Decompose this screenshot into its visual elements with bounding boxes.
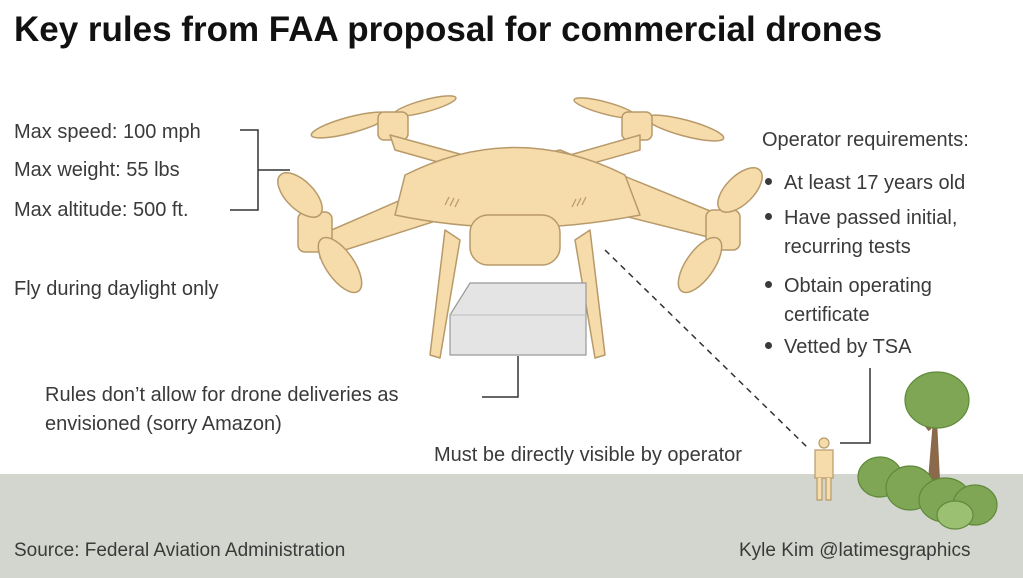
bullet-icon [765,213,772,221]
operator-connector [840,368,871,444]
delivery-rule-line1: Rules don’t allow for drone deliveries a… [45,384,399,406]
operator-requirement: Vetted by TSA [765,333,912,362]
visibility-rule: Must be directly visible by operator [434,444,742,466]
vent-marks [444,196,587,208]
delivery-rule-line2: envisioned (sorry Amazon) [45,413,282,435]
package-box [449,282,587,356]
max-speed-label: Max speed: 100 mph [14,121,201,143]
max-weight-label: Max weight: 55 lbs [14,159,180,181]
page-title: Key rules from FAA proposal for commerci… [14,10,883,49]
max-altitude-label: Max altitude: 500 ft. [14,199,189,221]
bushes [857,456,998,530]
source-credit: Source: Federal Aviation Administration [14,540,346,561]
bullet-icon [765,178,772,186]
bullet-icon [765,281,772,289]
author-credit: Kyle Kim @latimesgraphics [739,540,971,561]
bullet-icon [765,342,772,350]
ground [0,474,1023,578]
operator-requirement: Have passed initial, recurring tests [765,204,957,262]
tree [904,371,970,480]
daylight-rule: Fly during daylight only [14,278,219,300]
delivery-connector [482,356,519,398]
spec-bracket [230,129,290,211]
operator-requirement: Obtain operating certificate [765,272,932,330]
operator-requirement: At least 17 years old [765,169,965,198]
operator-figure [814,437,834,501]
sight-line [604,249,809,449]
drone-body [277,95,763,359]
operator-heading: Operator requirements: [762,129,969,151]
